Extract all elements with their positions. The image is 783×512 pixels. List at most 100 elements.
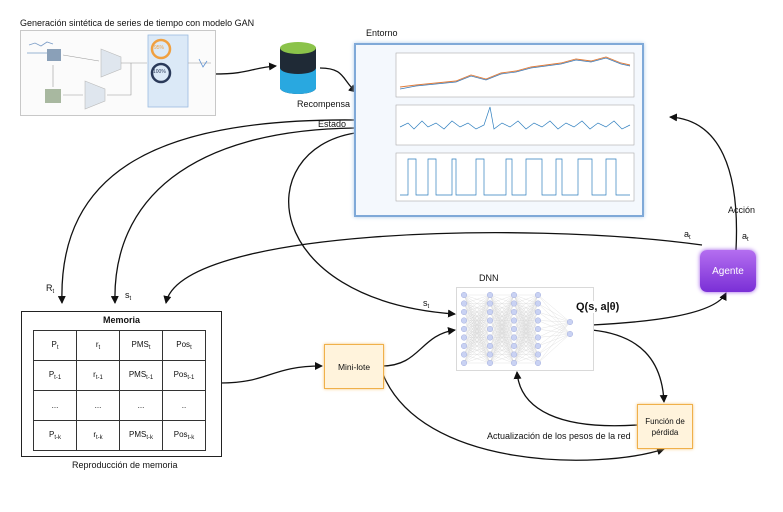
action-flow-label: at: [684, 229, 691, 241]
dnn-node: [487, 351, 494, 358]
dnn-node: [461, 300, 468, 307]
dnn-link: [537, 328, 571, 335]
dnn-node: [511, 300, 518, 307]
arrow-agent-to-env: [669, 113, 738, 251]
dnn-link: [489, 294, 515, 338]
arrow-action-to-memory: [163, 232, 703, 304]
dnn-link: [513, 303, 539, 364]
dnn-node: [511, 334, 518, 341]
action-label: Acción: [728, 205, 756, 215]
arrow-minilote-to-dnn: [381, 327, 456, 367]
dnn-link: [537, 333, 571, 355]
arrow-dnn-to-loss: [591, 329, 668, 403]
dnn-link: [489, 354, 515, 364]
dnn-link: [537, 321, 571, 330]
dnn-link: [513, 294, 539, 347]
dnn-node: [535, 360, 542, 367]
agent-label: Agente: [712, 265, 744, 277]
dnn-link: [489, 320, 515, 364]
dnn-link: [513, 294, 539, 355]
dnn-link: [489, 294, 515, 313]
action-agent-label: at: [742, 231, 749, 243]
dnn-node: [461, 360, 468, 367]
dnn-link: [463, 328, 491, 364]
arrow-gan-to-db: [213, 62, 277, 75]
minibatch-box: Mini-lote: [324, 344, 384, 389]
dnn-link: [537, 333, 571, 364]
arrow-env-to-state-memory: [110, 127, 356, 304]
environment-label: Entorno: [366, 28, 398, 38]
dnn-link: [463, 337, 491, 364]
dnn-link: [537, 311, 571, 323]
dnn-link: [463, 294, 491, 321]
dnn-link: [489, 328, 515, 364]
dnn-link: [463, 311, 491, 364]
dnn-node: [461, 343, 468, 350]
memory-cell: PMSt-k: [119, 420, 163, 451]
dnn-link: [463, 320, 491, 364]
dnn-link: [537, 320, 571, 335]
dnn-node: [511, 360, 518, 367]
dnn-link: [463, 294, 491, 347]
dnn-link: [489, 303, 515, 364]
memory-cell: ...: [76, 390, 120, 421]
dnn-node: [461, 309, 468, 316]
dnn-link: [537, 294, 571, 323]
dnn-node: [487, 292, 494, 299]
arrow-env-to-reward: [57, 119, 356, 304]
dnn-link: [489, 294, 515, 330]
dnn-node: [511, 317, 518, 324]
dnn-link: [463, 303, 491, 364]
q-function-label: Q(s, a|θ): [574, 301, 622, 313]
memory-title: Memoria: [102, 315, 140, 325]
minibatch-label: Mini-lote: [337, 361, 371, 372]
dnn-node: [535, 334, 542, 341]
dnn-link: [463, 354, 491, 364]
dnn-node: [535, 292, 542, 299]
memory-cell: Pt: [33, 330, 77, 361]
dnn-link: [463, 294, 491, 355]
dnn-node: [487, 343, 494, 350]
dnn-node: [535, 343, 542, 350]
dnn-link: [513, 337, 539, 364]
dnn-link: [537, 333, 571, 338]
dnn-link: [513, 320, 539, 364]
dnn-node: [487, 326, 494, 333]
dnn-link: [537, 320, 571, 323]
dnn-link: [513, 294, 539, 330]
dnn-node: [511, 326, 518, 333]
arrow-memory-to-minilote: [219, 362, 323, 384]
memory-cell: rt-1: [76, 360, 120, 391]
dnn-node: [461, 351, 468, 358]
dnn-link: [537, 311, 571, 335]
state-label: Estado: [318, 119, 347, 129]
dnn-link: [537, 321, 571, 347]
dnn-link: [513, 354, 539, 364]
arrow-loss-to-dnn: [513, 371, 638, 427]
memory-cell: PMSt-1: [119, 360, 163, 391]
arrow-db-to-env: [319, 67, 357, 93]
memory-cell: Pt-k: [33, 420, 77, 451]
dnn-node: [461, 334, 468, 341]
dnn-link: [513, 311, 539, 364]
state-memory-flow-label: st: [125, 290, 132, 302]
dnn-link: [463, 345, 491, 364]
dnn-link: [513, 345, 539, 364]
dnn-node: [461, 317, 468, 324]
arrow-dnn-to-agent: [591, 292, 727, 326]
dnn-link: [537, 303, 571, 335]
dnn-link: [463, 294, 491, 313]
dnn-link: [513, 294, 539, 364]
dnn-node: [487, 334, 494, 341]
dnn-link: [513, 328, 539, 364]
gauge-top-value: 95%: [154, 45, 165, 51]
